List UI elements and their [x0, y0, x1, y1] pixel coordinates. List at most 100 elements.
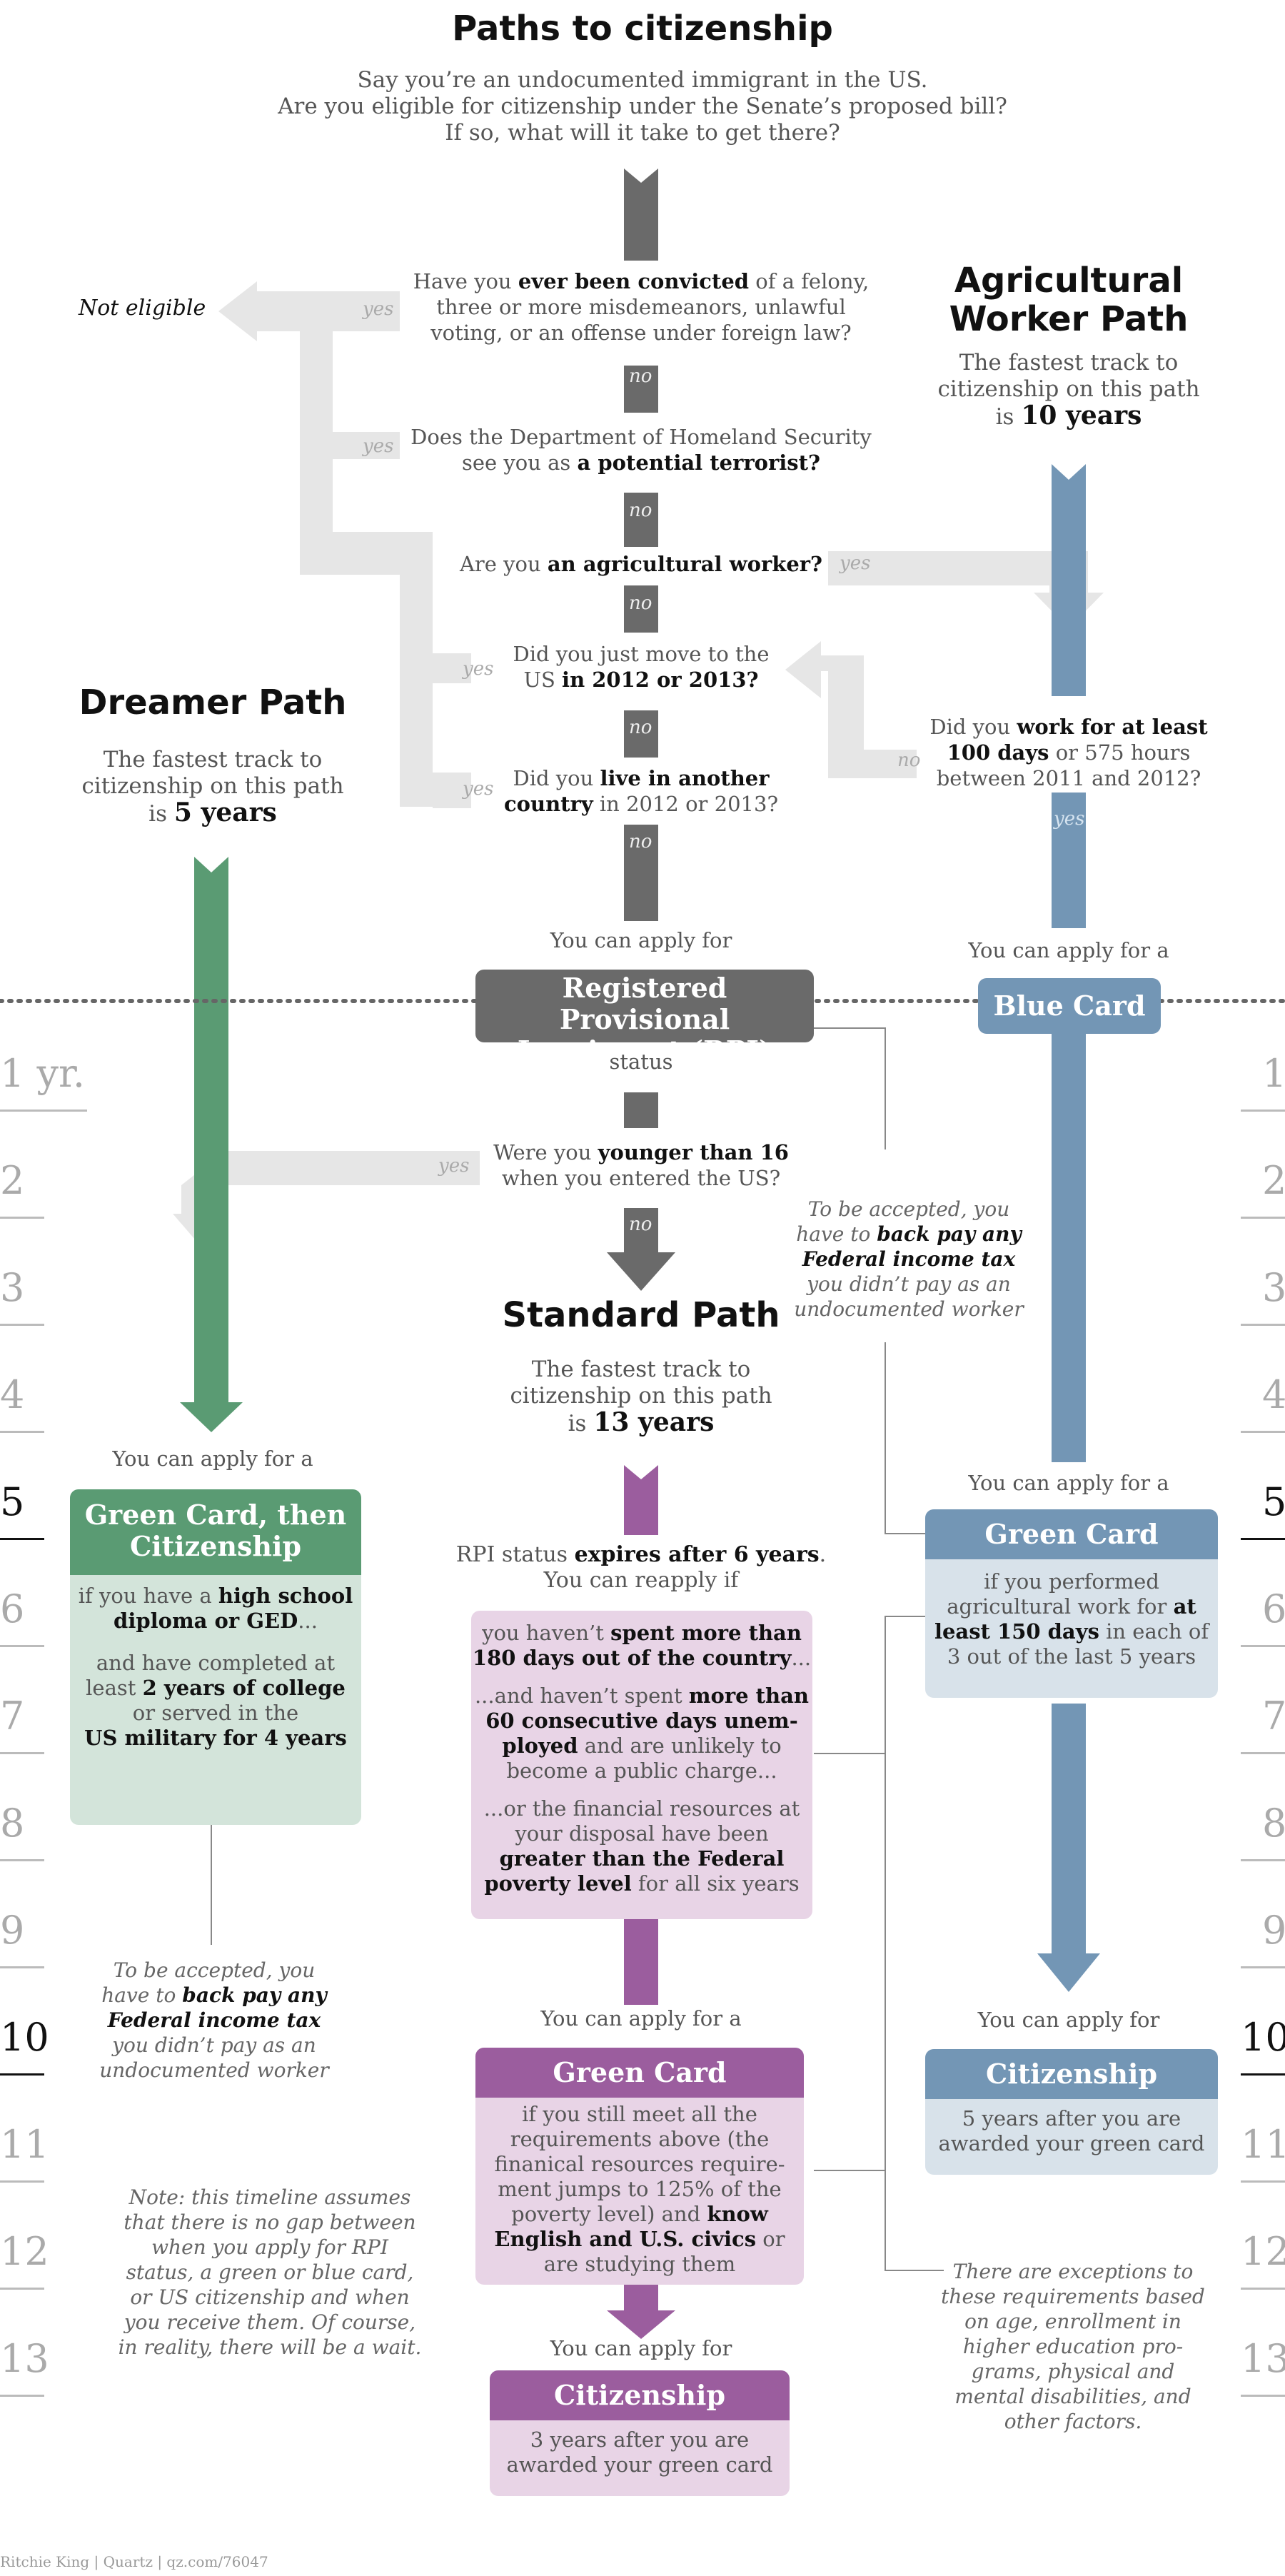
standard-green-card-card: Green Card if you still meet all the req…	[475, 2048, 804, 2285]
agri-path-arrows	[1037, 464, 1100, 1992]
year-tick-left	[0, 2180, 44, 2183]
year-label-left: 7	[0, 1694, 25, 1739]
question-agricultural: Are you an agricultural worker?	[459, 552, 823, 576]
question-recent-move: Did you just move to the US in 2012 or 2…	[513, 642, 770, 692]
year-label-left: 2	[0, 1158, 25, 1203]
page-title: Paths to citizenship	[452, 9, 833, 49]
year-tick-left	[0, 1538, 44, 1540]
standard-path-title: Standard Path	[502, 1295, 780, 1335]
year-label-left: 8	[0, 1801, 25, 1846]
year-label-right: 6	[1262, 1586, 1285, 1631]
year-tick-right	[1241, 2288, 1285, 2290]
no-label: no	[629, 717, 652, 738]
condition-unemployment: ...and haven’t spent more than 60 consec…	[474, 1684, 810, 1783]
year-label-left: 3	[0, 1265, 25, 1310]
question-younger-than-16: Were you younger than 16 when you entere…	[493, 1140, 789, 1190]
reapply-conditions-card: you haven’t spent more than 180 days out…	[471, 1611, 812, 1919]
standard-fastest-track: The fastest track to citizenship on this…	[510, 1357, 772, 1437]
yes-label: yes	[363, 436, 394, 457]
year-tick-right	[1241, 1217, 1285, 1219]
year-label-right: 11	[1241, 2122, 1285, 2167]
no-label: no	[897, 750, 921, 771]
no-label: no	[629, 1214, 652, 1235]
dreamer-path-title: Dreamer Path	[79, 683, 347, 723]
year-tick-left	[0, 1217, 44, 1219]
dreamer-fastest-track: The fastest track to citizenship on this…	[81, 747, 344, 827]
agri-citizenship-text: 5 years after you are awarded your green…	[938, 2106, 1205, 2155]
not-eligible-label: Not eligible	[79, 296, 206, 321]
apply-for-label: You can apply for	[550, 2336, 732, 2360]
year-label-right: 12	[1241, 2229, 1285, 2274]
condition-financial: ...or the financial resources at your di…	[483, 1796, 800, 1896]
year-tick-left	[0, 1645, 44, 1647]
dreamer-green-card-card: Green Card, then Citizenship if you have…	[70, 1489, 361, 1825]
year-label-right: 4	[1262, 1372, 1285, 1417]
condition-days-abroad: you haven’t spent more than 180 days out…	[472, 1621, 812, 1670]
status-label: status	[609, 1050, 673, 1074]
year-label-left: 4	[0, 1372, 25, 1417]
year-tick-right	[1241, 1324, 1285, 1326]
agri-citizenship-header: Citizenship	[925, 2049, 1218, 2099]
apply-for-label: You can apply for	[977, 2008, 1160, 2032]
no-label: no	[629, 366, 652, 387]
year-label-left: 6	[0, 1586, 25, 1631]
rpi-expires-text: RPI status expires after 6 years. You ca…	[455, 1542, 827, 1593]
dreamer-requirements: if you have a high school diploma or GED…	[78, 1584, 353, 1750]
intro-line: Are you eligible for citizenship under t…	[278, 94, 1007, 119]
year-label-right: 1	[1262, 1051, 1285, 1096]
agri-green-card-card: Green Card if you performed agricultural…	[925, 1509, 1218, 1698]
standard-green-card-header: Green Card	[475, 2048, 804, 2098]
credit-line: Ritchie King | Quartz | qz.com/76047	[0, 2553, 268, 2570]
year-tick-right	[1241, 2180, 1285, 2183]
exceptions-note: There are exceptions to these requiremen…	[941, 2260, 1205, 2433]
intro-line: Say you’re an undocumented immigrant in …	[357, 67, 928, 93]
connector-lines	[211, 1027, 944, 2271]
yes-label: yes	[363, 298, 394, 320]
year-label-right: 8	[1262, 1801, 1285, 1846]
question-farm-work: Did you work for at least 100 days or 57…	[929, 715, 1208, 790]
apply-for-label: You can apply for	[550, 928, 732, 952]
no-label: no	[629, 831, 652, 852]
intro-text: Say you’re an undocumented immigrant in …	[0, 67, 1285, 146]
standard-path-arrows	[607, 1465, 675, 2339]
year-tick-left	[0, 1752, 44, 1754]
agri-green-card-text: if you performed agricultural work for a…	[934, 1569, 1209, 1669]
year-tick-right	[1241, 1110, 1285, 1112]
year-label-right: 13	[1241, 2336, 1285, 2381]
year-label-right: 3	[1262, 1265, 1285, 1310]
agri-citizenship-card: Citizenship 5 years after you are awarde…	[925, 2049, 1218, 2175]
no-label: no	[629, 500, 652, 521]
year-label-left: 5	[0, 1479, 25, 1524]
dreamer-path-arrows	[180, 857, 243, 1432]
year-tick-left	[0, 1324, 44, 1326]
standard-citizenship-text: 3 years after you are awarded your green…	[506, 2427, 773, 2477]
year-tick-left	[0, 2395, 44, 2397]
apply-for-label: You can apply for a	[540, 2006, 742, 2031]
year-tick-right	[1241, 1538, 1285, 1540]
yes-label: yes	[438, 1155, 470, 1177]
standard-green-card-text: if you still meet all the requirements a…	[494, 2102, 785, 2276]
year-label-left: 10	[0, 2015, 49, 2060]
year-tick-right	[1241, 2395, 1285, 2397]
agri-path-title: Agricultural Worker Path	[949, 261, 1189, 339]
year-label-right: 10	[1241, 2015, 1285, 2060]
year-tick-right	[1241, 1966, 1285, 1968]
year-label-right: 2	[1262, 1158, 1285, 1203]
agri-backpay-note: To be accepted, you have to back pay any…	[794, 1197, 1024, 1321]
blue-card-box: Blue Card	[978, 978, 1161, 1034]
yes-label: yes	[1054, 808, 1085, 830]
year-label-right: 9	[1262, 1908, 1285, 1953]
year-label-right: 5	[1262, 1479, 1285, 1524]
year-label-left: 12	[0, 2229, 49, 2274]
apply-for-label: You can apply for a	[112, 1447, 313, 1471]
year-tick-right	[1241, 1645, 1285, 1647]
standard-citizenship-header: Citizenship	[490, 2370, 790, 2420]
agri-fastest-track: The fastest track to citizenship on this…	[937, 350, 1200, 431]
yes-label: yes	[463, 778, 494, 800]
year-tick-left	[0, 1110, 87, 1112]
year-label-left: 9	[0, 1908, 25, 1953]
year-tick-right	[1241, 1859, 1285, 1861]
agri-green-card-header: Green Card	[925, 1509, 1218, 1559]
year-tick-left	[0, 1966, 44, 1968]
